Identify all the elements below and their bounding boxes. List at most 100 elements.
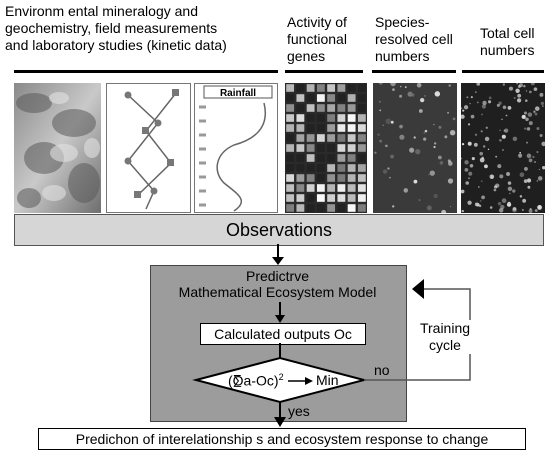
cell-dot bbox=[468, 171, 473, 176]
training-cycle-label: Training cycle bbox=[414, 320, 476, 354]
cell-dot bbox=[481, 113, 483, 116]
cell-dot bbox=[499, 129, 501, 132]
cell-dot bbox=[488, 96, 492, 100]
gene-array-cell bbox=[357, 104, 366, 112]
summation-symbol: ∑ bbox=[232, 372, 242, 387]
gene-array-cell bbox=[316, 194, 325, 202]
cell-dot bbox=[489, 175, 491, 177]
cell-dot bbox=[379, 109, 382, 112]
cell-dot bbox=[409, 147, 415, 153]
cell-dot bbox=[474, 202, 479, 207]
cell-dot bbox=[485, 126, 488, 129]
cell-dot bbox=[480, 130, 483, 133]
cell-dot bbox=[507, 106, 512, 110]
cell-dot bbox=[452, 117, 456, 121]
cell-dot bbox=[523, 84, 526, 88]
cell-dot bbox=[537, 176, 543, 181]
cell-dot bbox=[495, 183, 500, 188]
gene-array-cell bbox=[337, 144, 346, 152]
prediction-box: Predichon of interelationship s and ecos… bbox=[38, 428, 526, 450]
gene-array-cell bbox=[347, 144, 356, 152]
rainfall-chart: Rainfall bbox=[194, 83, 278, 213]
cell-dot bbox=[437, 155, 442, 160]
gene-array-cell bbox=[306, 84, 315, 92]
gene-array-cell bbox=[286, 94, 295, 102]
header-bar-environmental bbox=[14, 70, 278, 73]
cell-dot bbox=[447, 161, 453, 166]
cell-dot bbox=[528, 158, 533, 163]
gene-array-cell bbox=[306, 104, 315, 112]
cell-dot bbox=[461, 107, 463, 109]
cell-dot bbox=[542, 165, 545, 170]
cell-dot bbox=[533, 110, 536, 114]
cell-dot bbox=[516, 83, 519, 85]
gene-array-cell bbox=[357, 134, 366, 142]
cell-dot bbox=[513, 96, 516, 99]
cell-dot bbox=[498, 101, 502, 105]
cell-dot bbox=[484, 136, 490, 142]
cell-dot bbox=[534, 106, 540, 111]
cell-dot bbox=[463, 105, 469, 110]
cell-dot bbox=[392, 205, 395, 208]
gene-array-cell bbox=[296, 134, 305, 142]
cell-dot bbox=[517, 93, 522, 98]
cell-dot bbox=[519, 172, 525, 178]
cell-dot bbox=[501, 134, 506, 139]
gene-array-cell bbox=[347, 114, 356, 122]
gene-array-cell bbox=[327, 164, 336, 172]
model-title: Predictrve Mathematical Ecosystem Model bbox=[178, 268, 377, 300]
cell-dot bbox=[521, 209, 524, 211]
cell-dot bbox=[481, 195, 485, 200]
cell-dot bbox=[482, 100, 487, 106]
gene-array-cell bbox=[306, 164, 315, 172]
cell-dot bbox=[461, 189, 465, 194]
cell-dot bbox=[433, 123, 435, 126]
cell-dot bbox=[512, 189, 516, 193]
gene-array-cell bbox=[286, 124, 295, 132]
cell-dot bbox=[471, 156, 475, 161]
cell-dot bbox=[399, 94, 403, 98]
gene-array-cell bbox=[327, 104, 336, 112]
gene-array-cell bbox=[316, 104, 325, 112]
cell-dot bbox=[497, 201, 502, 206]
gene-array-cell bbox=[286, 194, 295, 202]
gene-array-cell bbox=[316, 164, 325, 172]
cell-dot bbox=[447, 111, 450, 114]
gene-array-cell bbox=[286, 104, 295, 112]
cell-dot bbox=[423, 132, 426, 134]
gene-array-cell bbox=[327, 94, 336, 102]
cell-dot bbox=[470, 96, 473, 99]
cell-dot bbox=[527, 112, 533, 117]
gene-array-cell bbox=[296, 194, 305, 202]
cell-dot bbox=[476, 83, 481, 86]
header-bar-total-cells bbox=[462, 70, 544, 73]
gene-array-cell bbox=[306, 114, 315, 122]
cell-dot bbox=[379, 83, 383, 85]
cell-dot bbox=[477, 186, 480, 188]
cell-dot bbox=[525, 99, 528, 102]
gene-array-cell bbox=[357, 94, 366, 102]
cell-dot bbox=[473, 142, 478, 147]
gene-array-cell bbox=[327, 124, 336, 132]
cell-dot bbox=[528, 209, 533, 213]
header-total-cells: Total cell numbers bbox=[480, 25, 535, 58]
cell-dot bbox=[523, 111, 527, 115]
cell-dot bbox=[528, 121, 533, 126]
cell-dot bbox=[469, 102, 471, 105]
cell-dot bbox=[424, 129, 428, 133]
cell-dot bbox=[500, 204, 505, 210]
cell-dot bbox=[448, 84, 452, 87]
gene-array-cell bbox=[316, 124, 325, 132]
gene-array-cell bbox=[306, 184, 315, 192]
cell-dot bbox=[434, 91, 441, 97]
gene-array-cell bbox=[357, 194, 366, 202]
header-bar-functional-genes bbox=[285, 70, 363, 73]
gene-array-cell bbox=[316, 84, 325, 92]
cell-dot bbox=[438, 125, 442, 129]
gene-array-cell bbox=[347, 164, 356, 172]
cell-dot bbox=[377, 133, 380, 136]
gene-array-cell bbox=[337, 164, 346, 172]
gene-array-cell bbox=[296, 144, 305, 152]
yes-label: yes bbox=[288, 403, 310, 419]
cell-dot bbox=[529, 207, 532, 210]
